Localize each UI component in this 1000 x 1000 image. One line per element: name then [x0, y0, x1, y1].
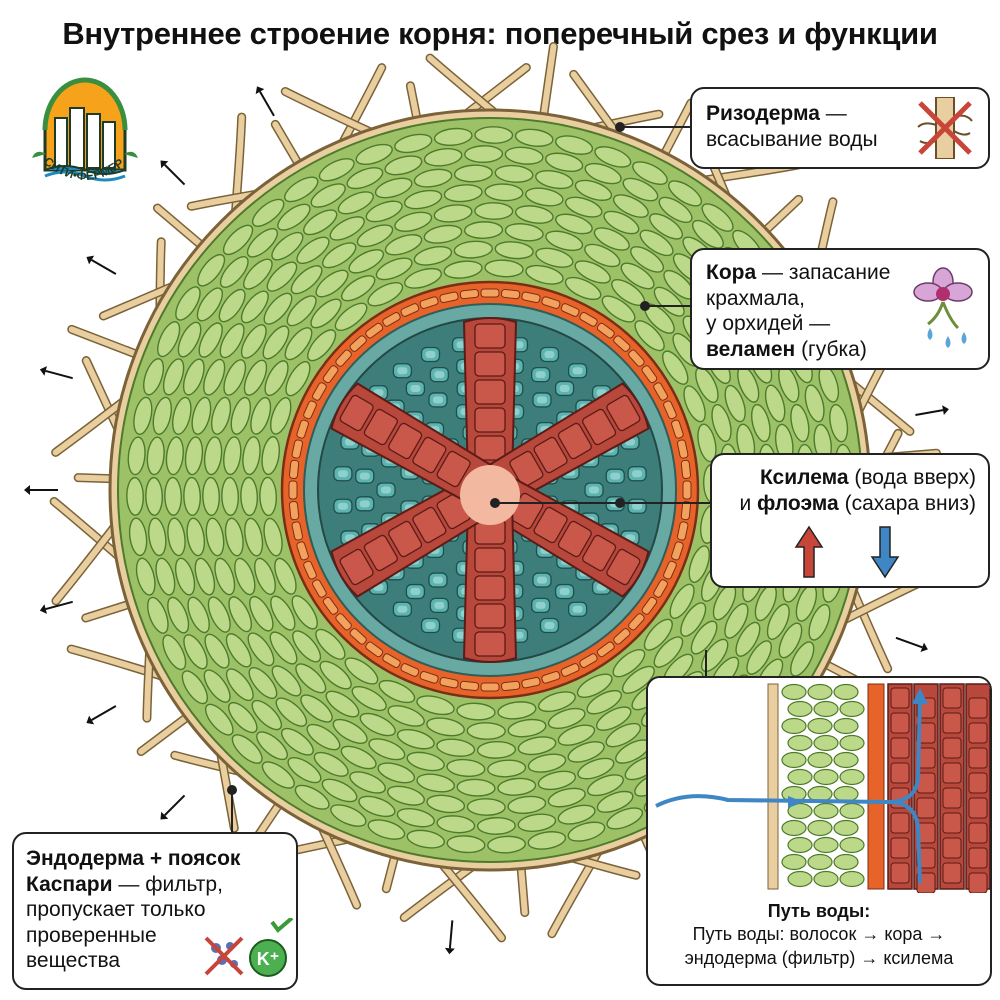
water-flow-line	[655, 697, 922, 808]
cortex-callout: Кора — запасание крахмала, у орхидей — в…	[690, 248, 990, 370]
blocked-particles-icon	[204, 936, 244, 976]
xylem-arms	[330, 317, 650, 663]
stele-center	[460, 465, 520, 525]
page-title: Внутреннее строение корня: поперечный ср…	[62, 16, 938, 51]
root-hair-crossed-icon	[917, 97, 973, 159]
arrow-up-icon	[794, 525, 824, 578]
orchid-water-icon	[913, 267, 973, 348]
water-path-illustration	[648, 678, 990, 893]
potassium-badge: K⁺	[257, 949, 280, 969]
potassium-check-icon: K⁺	[249, 918, 294, 977]
rhizoderm-callout: Ризодерма — всасывание воды	[690, 87, 990, 169]
xylem-phloem-callout: Ксилема (вода вверх) и флоэма (сахара вн…	[710, 453, 990, 588]
water-path-inset: Путь воды: Путь воды: волосок → кора → э…	[646, 676, 992, 986]
city-farmer-logo	[32, 77, 138, 182]
endodermis-callout: Эндодерма + поясок Каспари — фильтр, про…	[12, 832, 298, 990]
water-path-line2: эндодерма (фильтр) → ксилема	[684, 947, 954, 968]
arrow-down-icon	[870, 526, 900, 579]
water-path-title: Путь воды:	[767, 901, 871, 921]
water-path-line1: Путь воды: волосок → кора →	[692, 924, 946, 945]
rhizoderm-term: Ризодерма	[706, 102, 820, 125]
rhizoderm-desc: всасывание воды	[706, 127, 878, 151]
